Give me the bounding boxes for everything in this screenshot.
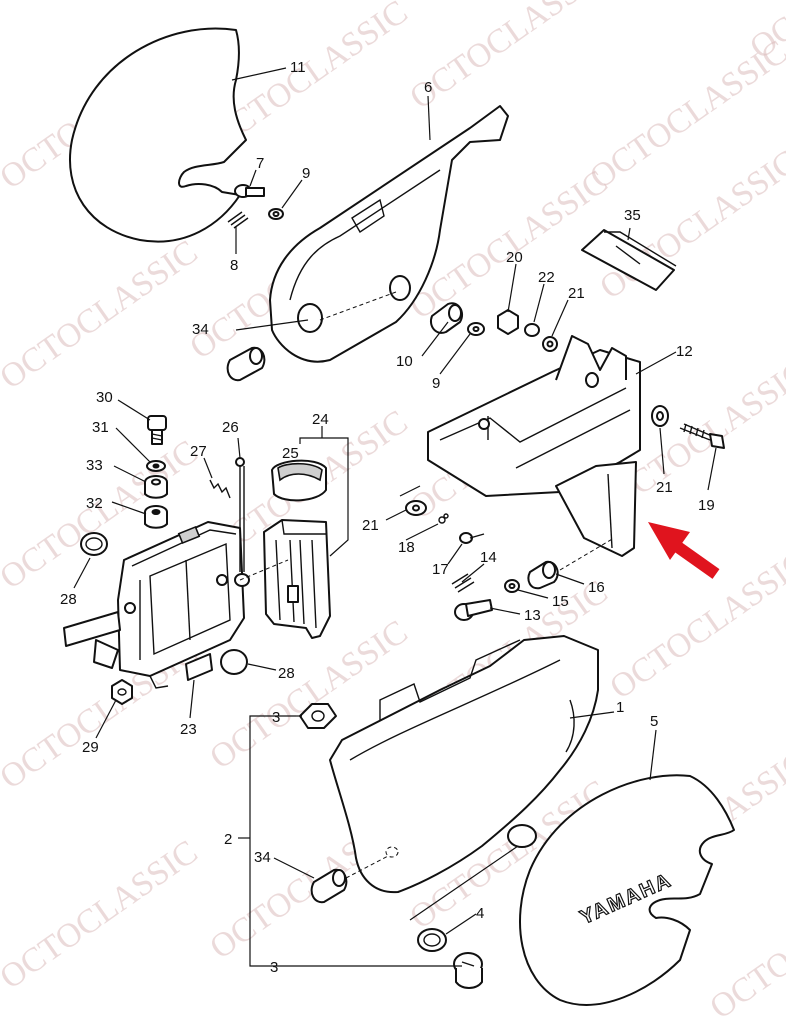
watermark-text: OCTOCLASSIC	[603, 543, 786, 706]
part-6-side-cover-bracket	[269, 105, 509, 363]
part-28-cap-lower	[220, 649, 248, 675]
watermark-text: OCTOCLASSIC	[403, 0, 614, 117]
part-9-washer-lower	[467, 322, 485, 336]
callout-6: 6	[424, 79, 432, 96]
watermark-text: OCTOCLASSIC	[703, 863, 786, 1026]
callout-19: 19	[698, 497, 715, 514]
callout-24: 24	[312, 411, 329, 428]
part-23-battery-case	[63, 521, 245, 689]
callout-3-upper: 3	[272, 709, 280, 726]
callout-10: 10	[396, 353, 413, 370]
part-26-rod	[234, 457, 250, 587]
part-4-grommet	[417, 928, 447, 952]
callout-5: 5	[650, 713, 658, 730]
callout-17: 17	[432, 561, 449, 578]
part-13-pin	[454, 599, 493, 621]
callout-7: 7	[256, 155, 264, 172]
callout-12: 12	[676, 343, 693, 360]
part-14-spring	[451, 573, 475, 593]
callout-34-lower: 34	[254, 849, 271, 866]
group-bracket-2	[238, 715, 462, 967]
part-5-yamaha-emblem	[519, 774, 735, 1006]
part-8-spring	[227, 211, 249, 229]
callout-3-lower: 3	[270, 959, 278, 976]
callout-34-upper: 34	[192, 321, 209, 338]
part-31-washer	[146, 460, 166, 472]
callout-28-left: 28	[60, 591, 77, 608]
part-9-washer-upper	[268, 208, 284, 220]
callout-20: 20	[506, 249, 523, 266]
part-29-nut	[111, 679, 133, 705]
part-3-nut-upper	[299, 703, 337, 729]
part-21-washer-right	[651, 405, 669, 427]
part-20-nut	[497, 309, 519, 335]
part-19-bolt	[679, 423, 725, 449]
part-21-washer-top	[542, 336, 558, 352]
callout-1: 1	[616, 699, 624, 716]
part-1-side-cover	[329, 635, 599, 894]
callout-8: 8	[230, 257, 238, 274]
callout-13: 13	[524, 607, 541, 624]
callout-11: 11	[290, 59, 306, 76]
part-16-damper	[527, 560, 559, 590]
part-35-rubber-pad	[581, 229, 677, 291]
part-15-washer	[504, 579, 520, 593]
part-17-screw	[459, 532, 485, 544]
callout-25: 25	[282, 445, 299, 462]
part-32-grommet	[144, 505, 168, 529]
watermark-text: OCTOCLASSIC	[0, 833, 204, 996]
part-21-washer-middle	[405, 500, 427, 516]
part-25-battery-cap	[271, 459, 327, 502]
part-28-cap-left	[80, 532, 108, 556]
group-bracket-24	[299, 426, 349, 557]
callout-21-top: 21	[568, 285, 585, 302]
callout-labels: 11 6 7 9 8 34 10 9 20 22 21 35 12 21 19 …	[60, 59, 715, 976]
part-12-battery-bracket	[427, 335, 641, 557]
part-22-washer	[524, 323, 540, 337]
callout-14: 14	[480, 549, 497, 566]
callout-26: 26	[222, 419, 239, 436]
callout-28-lower: 28	[278, 665, 295, 682]
callout-21-right: 21	[656, 479, 673, 496]
callout-31: 31	[92, 419, 109, 436]
callout-27: 27	[190, 443, 207, 460]
leader-lines	[73, 67, 717, 935]
callout-29: 29	[82, 739, 99, 756]
callout-22: 22	[538, 269, 555, 286]
callout-33: 33	[86, 457, 103, 474]
part-33-collar	[144, 475, 168, 499]
callout-9-upper: 9	[302, 165, 310, 182]
part-27-wire	[209, 479, 231, 499]
part-30-bolt	[147, 415, 167, 445]
part-7-screw	[234, 184, 265, 198]
part-18-clip	[438, 513, 449, 524]
callout-9-lower: 9	[432, 375, 440, 392]
watermark-text: OCTOCLASSIC	[0, 233, 204, 396]
part-11-emblem-plate	[69, 27, 247, 243]
arrow-indicator	[648, 522, 720, 579]
callout-21-middle: 21	[362, 517, 379, 534]
callout-18: 18	[398, 539, 415, 556]
callout-4: 4	[476, 905, 484, 922]
part-34-collar-lower	[310, 868, 348, 904]
callout-35: 35	[624, 207, 641, 224]
callout-2: 2	[224, 831, 232, 848]
part-34-collar-upper	[226, 346, 266, 382]
callout-15: 15	[552, 593, 569, 610]
part-24-battery	[263, 519, 331, 639]
callout-23: 23	[180, 721, 197, 738]
callout-30: 30	[96, 389, 113, 406]
callout-32: 32	[86, 495, 103, 512]
callout-16: 16	[588, 579, 605, 596]
part-3-knob-lower	[453, 952, 483, 989]
part-10-grommet	[430, 302, 464, 334]
